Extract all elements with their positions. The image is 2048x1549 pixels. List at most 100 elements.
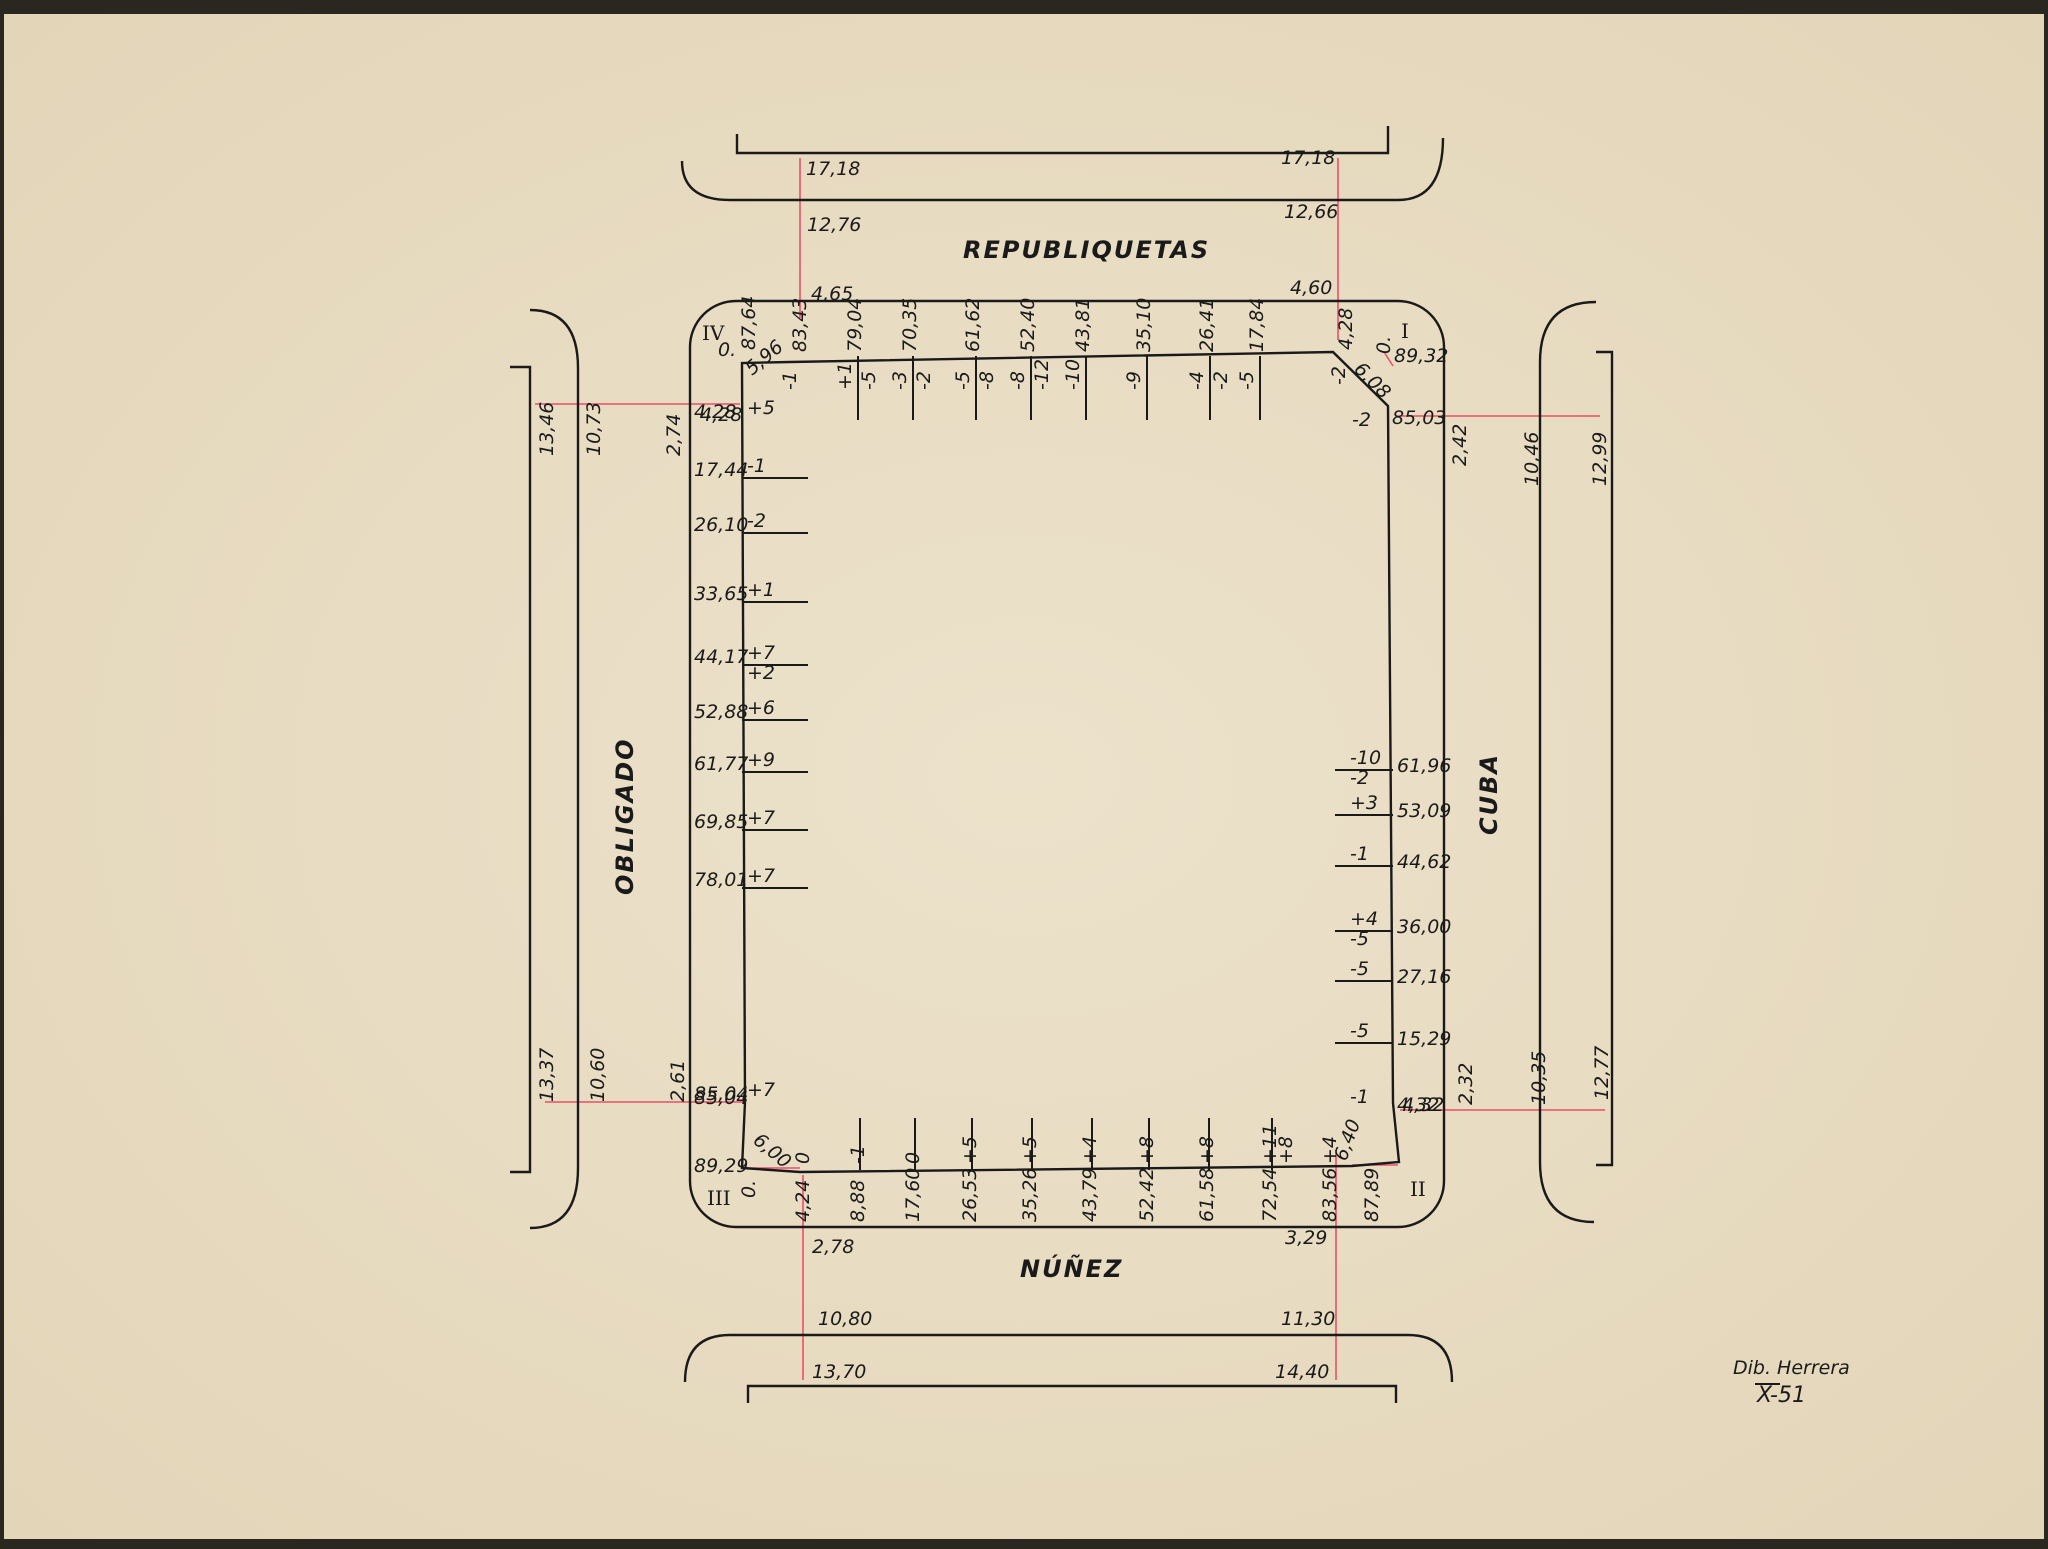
north-station-diff: -8 — [1007, 371, 1029, 390]
east-station-diff: +4 — [1350, 908, 1378, 930]
ne-east-diff: -2 — [1352, 409, 1371, 431]
north-width-b-inner: 4,60 — [1290, 277, 1332, 299]
sw-zero: 0. — [738, 1180, 760, 1198]
south-station-diff: 0 — [902, 1152, 924, 1164]
west-station-pos: 61,77 — [694, 753, 748, 775]
south-station-diff: +5 — [959, 1136, 981, 1164]
east-station-diff2: -5 — [1350, 928, 1369, 950]
south-station-diff: +8 — [1136, 1136, 1158, 1164]
east-width-n-mid: 10,46 — [1521, 432, 1543, 486]
north-width-a-bottom: 12,76 — [807, 214, 861, 236]
north-station-diff2: -8 — [976, 371, 998, 390]
south-station-pos: 61,58 — [1196, 1168, 1218, 1222]
south-station-diff: -1 — [847, 1145, 869, 1164]
east-station-diff2: -2 — [1350, 767, 1369, 789]
south-station-diff: +4 — [1079, 1136, 1101, 1164]
west-station-diff: +5 — [747, 397, 775, 419]
south-station-diff: +4 — [1319, 1136, 1341, 1164]
ne-north-end: 4,28 — [1335, 308, 1357, 350]
north-station-diff: -4 — [1186, 371, 1208, 390]
north-curb — [680, 137, 1445, 202]
south-width-b-bottom: 14,40 — [1275, 1361, 1329, 1383]
north-width-b-bottom: 12,66 — [1284, 201, 1338, 223]
signature-author: Dib. Herrera — [1733, 1357, 1850, 1379]
north-station-pos: 83,43 — [789, 298, 811, 352]
ne-north-diff: -2 — [1328, 366, 1350, 385]
nw-station: 87,64 — [738, 296, 760, 350]
south-station-diff: +8 — [1196, 1136, 1218, 1164]
west-bracket — [510, 365, 532, 1174]
west-station-diff: +1 — [747, 579, 775, 601]
east-station-pos: 27,16 — [1397, 966, 1451, 988]
west-station-pos: 44,17 — [694, 646, 748, 668]
street-south: NÚÑEZ — [1020, 1253, 1123, 1283]
north-width-a-top: 17,18 — [806, 158, 860, 180]
north-station-diff: +1 — [834, 362, 856, 390]
west-width-n-mid: 10,73 — [583, 402, 605, 456]
east-station-pos: 53,09 — [1397, 800, 1451, 822]
west-station-pos: 4,28 — [694, 401, 736, 423]
west-station-pos: 33,65 — [694, 583, 748, 605]
north-station-diff2: -2 — [913, 371, 935, 390]
west-width-s-mid: 10,60 — [587, 1048, 609, 1102]
east-station-diff: -5 — [1350, 958, 1369, 980]
north-station-diff: -5 — [1236, 371, 1258, 390]
ink-lines — [510, 126, 1614, 1403]
sw-station: 89,29 — [694, 1155, 748, 1177]
se-station: 87,89 — [1361, 1168, 1383, 1222]
west-station-diff: +7 — [747, 642, 775, 664]
north-station-diff2: -5 — [858, 371, 880, 390]
west-width-n-outer: 13,46 — [536, 402, 558, 456]
east-station-pos: 44,62 — [1397, 851, 1451, 873]
east-station-diff: -1 — [1350, 1086, 1369, 1108]
west-station-pos: 69,85 — [694, 811, 748, 833]
south-bracket — [746, 1384, 1398, 1403]
north-station-pos: 70,35 — [899, 298, 921, 352]
south-station-diff: 0 — [792, 1152, 814, 1164]
north-width-b-top: 17,18 — [1281, 147, 1335, 169]
street-east: CUBA — [1475, 753, 1503, 835]
north-station-pos: 79,04 — [844, 298, 866, 352]
ne-zero: 0. — [1373, 336, 1395, 354]
north-station-pos: 35,10 — [1133, 298, 1155, 352]
street-west: OBLIGADO — [611, 737, 639, 895]
north-station-diff2: -12 — [1031, 359, 1053, 390]
se-east-start: 4,32 — [1402, 1094, 1444, 1116]
west-station-pos: 78,01 — [694, 869, 748, 891]
street-north: REPUBLIQUETAS — [963, 236, 1210, 264]
west-station-pos: 17,44 — [694, 459, 748, 481]
east-width-s-mid: 10,35 — [1528, 1051, 1550, 1105]
sw-west-end: 85,04 — [694, 1087, 748, 1109]
south-station-pos: 52,42 — [1136, 1168, 1158, 1222]
south-station-pos: 43,79 — [1079, 1168, 1101, 1222]
north-station-diff: -1 — [779, 371, 801, 390]
south-width-a-inner: 2,78 — [812, 1236, 854, 1258]
nw-zero: 0. — [718, 339, 736, 361]
building-line — [740, 350, 1401, 1174]
south-width-a-mid: 10,80 — [818, 1308, 872, 1330]
east-station-diff: +3 — [1350, 792, 1378, 814]
north-station-pos: 52,40 — [1017, 298, 1039, 352]
south-curb — [683, 1333, 1454, 1383]
west-station-pos: 26,10 — [694, 514, 748, 536]
east-bracket — [1596, 350, 1614, 1167]
ref-red-tick-ne — [1383, 351, 1394, 367]
west-station-diff: +9 — [747, 749, 775, 771]
east-curb — [1538, 300, 1597, 1224]
north-station-diff: -3 — [889, 371, 911, 390]
east-station-pos: 4,32 — [1397, 1094, 1439, 1116]
east-station-diff: -1 — [1350, 843, 1369, 865]
west-curb — [529, 308, 580, 1230]
west-station-diff: -1 — [747, 455, 766, 477]
block-outer-curb — [688, 299, 1446, 1229]
north-station-diff: -10 — [1062, 359, 1084, 390]
north-station-pos: 26,41 — [1196, 298, 1218, 352]
south-station-pos: 17,60 — [902, 1168, 924, 1222]
south-station-pos: 26,53 — [959, 1168, 981, 1222]
west-station-diff: -2 — [747, 510, 766, 532]
north-width-a-inner: 4,65 — [811, 283, 853, 305]
east-station-pos: 36,00 — [1397, 916, 1451, 938]
south-width-b-mid: 11,30 — [1281, 1308, 1335, 1330]
